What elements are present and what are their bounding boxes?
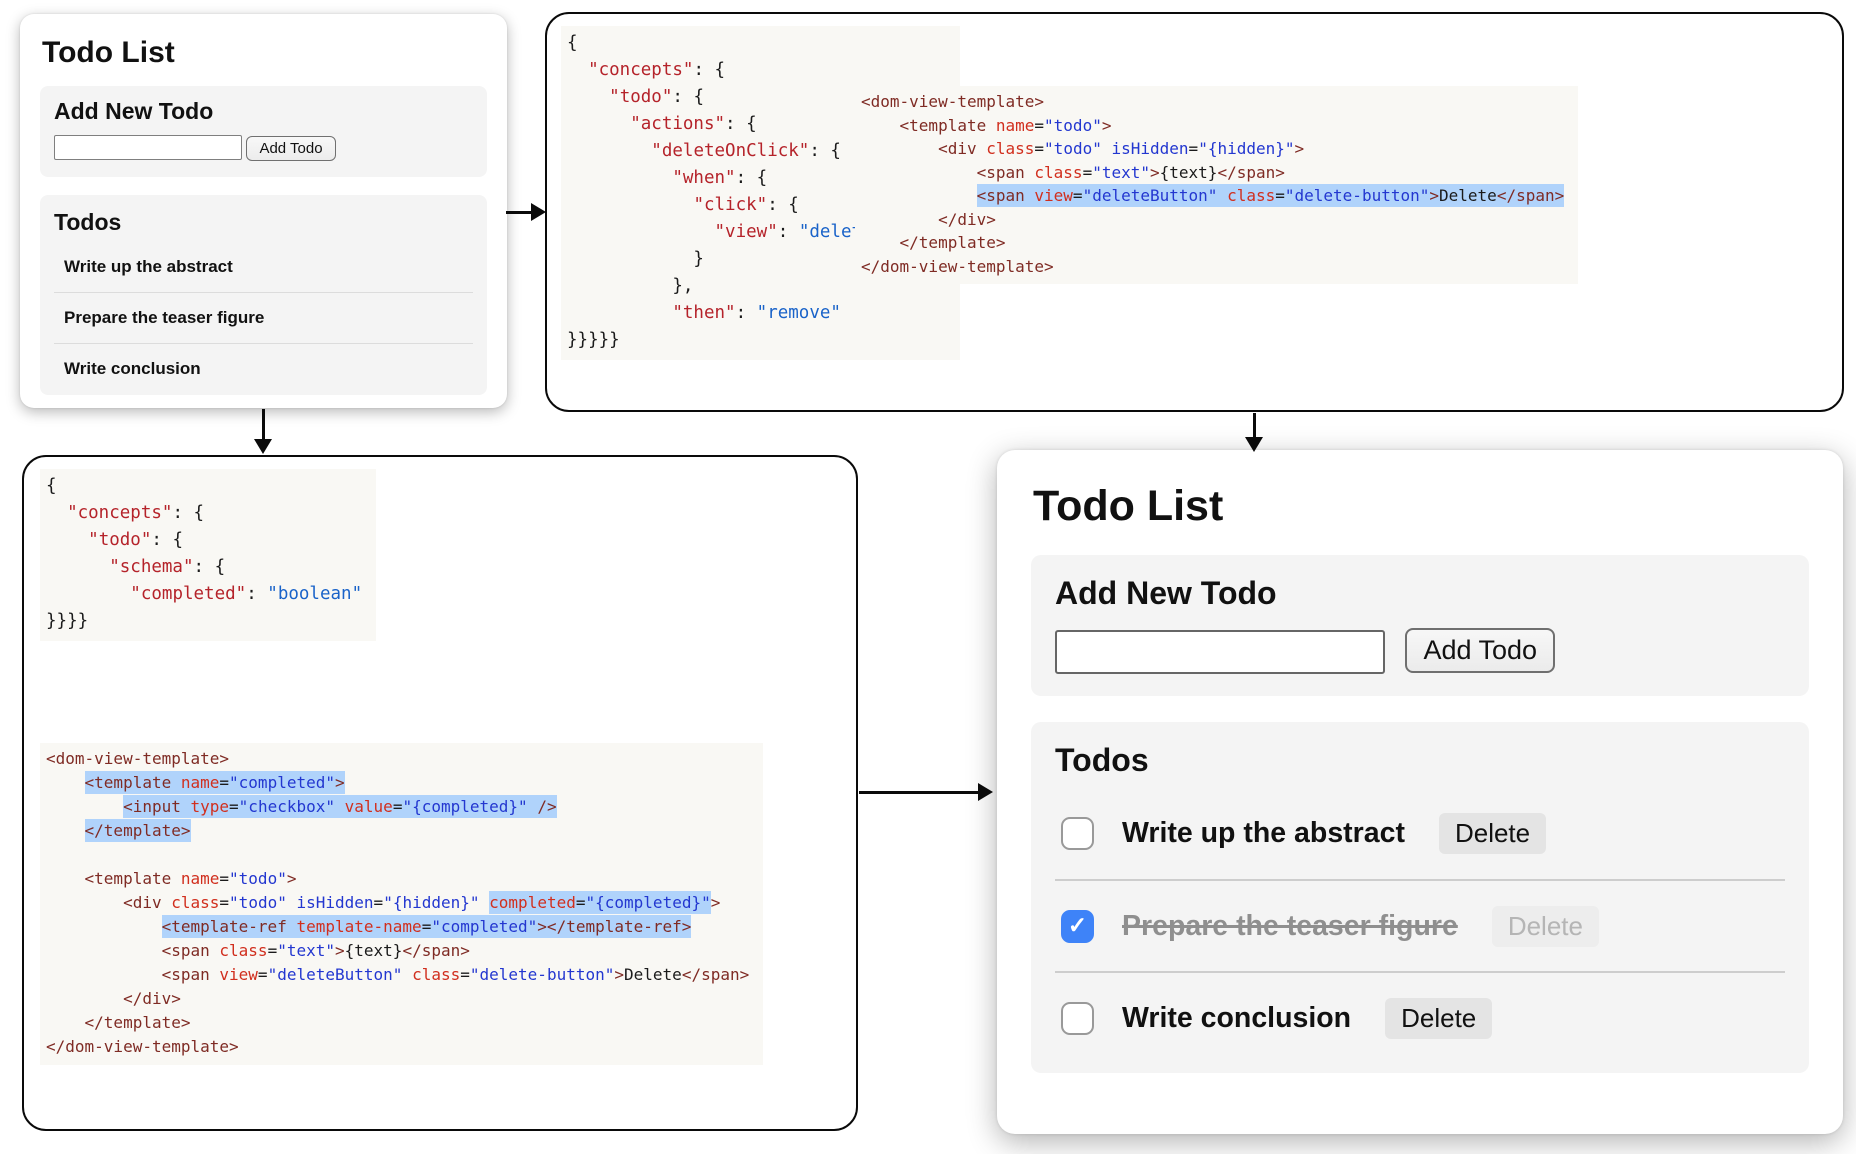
todo-checkbox[interactable]: ✓ <box>1061 816 1094 850</box>
todo-row: ✓ Write up the abstract Delete <box>1055 787 1785 879</box>
todo-item: Write conclusion <box>54 342 473 394</box>
todo-item: Prepare the teaser figure <box>54 291 473 343</box>
add-new-todo-section: Add New Todo Add Todo <box>40 86 487 177</box>
code-line: <div class="todo" isHidden="{hidden}"> <box>938 139 1305 158</box>
actions-template-code: <dom-view-template> <template name="todo… <box>855 86 1579 284</box>
schema-code-panel: { "concepts": { "todo": { "schema": { "c… <box>22 455 858 1131</box>
code-line: <dom-view-template> <box>861 92 1045 111</box>
add-new-todo-heading: Add New Todo <box>54 98 214 124</box>
code-line: <span class="text">{text}</span> <box>161 941 470 960</box>
page-title: Todo List <box>42 36 175 69</box>
delete-button[interactable]: Delete <box>1438 812 1547 854</box>
delete-button[interactable]: Delete <box>1385 997 1493 1039</box>
code-line: "todo": { <box>609 87 704 107</box>
code-line: "then": "remove" <box>672 303 841 323</box>
code-line: <span view="deleteButton" class="delete-… <box>161 965 750 984</box>
code-line <box>46 843 749 867</box>
new-todo-input[interactable] <box>54 135 242 160</box>
add-new-todo-section: Add New Todo Add Todo <box>1031 555 1809 696</box>
add-todo-button[interactable]: Add Todo <box>1405 628 1556 673</box>
todo-item: Write up the abstract <box>64 256 233 276</box>
code-line: "completed": "boolean" <box>130 584 363 604</box>
code-line: "concepts": { <box>588 60 726 80</box>
code-line: "schema": { <box>109 557 226 577</box>
todo-checkbox[interactable]: ✓ <box>1061 1001 1094 1035</box>
code-line: <template name="todo"> <box>84 869 297 888</box>
code-line: <dom-view-template> <box>46 749 230 768</box>
code-line: "click": { <box>693 195 799 215</box>
todo-label: Write conclusion <box>1122 1001 1352 1034</box>
delete-button[interactable]: Delete <box>1491 905 1599 947</box>
code-line: "todo": { <box>88 530 183 550</box>
code-line: </template> <box>84 821 191 840</box>
page-title: Todo List <box>1033 482 1224 530</box>
todo-checkbox[interactable]: ✓ <box>1061 909 1094 943</box>
code-line: <span class="text">{text}</span> <box>976 162 1285 182</box>
code-line: </dom-view-template> <box>861 256 1054 276</box>
code-line: <span view="deleteButton" class="delete-… <box>976 186 1565 205</box>
code-line: { <box>46 476 57 496</box>
todos-section: Todos ✓ Write up the abstract Delete ✓ P… <box>1031 722 1809 1073</box>
code-line: "deleteOnClick": { <box>651 141 841 161</box>
schema-template-code: <dom-view-template> <template name="comp… <box>40 743 764 1065</box>
code-line: </template> <box>899 233 1006 252</box>
todo-label: Prepare the teaser figure <box>1122 909 1458 942</box>
code-line: <input type="checkbox" value="{completed… <box>123 797 557 816</box>
todo-row: ✓ Prepare the teaser figure Delete <box>1055 879 1785 971</box>
code-line: "actions": { <box>630 114 757 134</box>
code-line: </dom-view-template> <box>46 1037 239 1056</box>
todos-heading: Todos <box>54 208 122 235</box>
todo-row: ✓ Write conclusion Delete <box>1055 971 1785 1063</box>
code-line: </div> <box>938 209 996 229</box>
code-line: <div class="todo" isHidden="{hidden}" co… <box>123 893 721 912</box>
new-todo-input[interactable] <box>1055 630 1385 674</box>
code-line: }, <box>567 276 694 296</box>
add-new-todo-heading: Add New Todo <box>1055 575 1277 611</box>
todos-section: Todos Write up the abstract Prepare the … <box>40 194 487 395</box>
code-line: } <box>567 249 704 269</box>
todo-label: Write up the abstract <box>1122 816 1405 849</box>
add-todo-button[interactable]: Add Todo <box>246 135 336 161</box>
code-line: "when": { <box>672 168 768 188</box>
todos-heading: Todos <box>1055 742 1149 778</box>
code-line: </template> <box>84 1013 191 1032</box>
code-line: <template name="todo"> <box>899 115 1112 135</box>
large-todo-card: Todo List Add New Todo Add Todo Todos ✓ … <box>997 450 1843 1134</box>
code-line: }}}}} <box>567 330 620 350</box>
code-line: <template name="completed"> <box>84 773 345 792</box>
small-todo-card: Todo List Add New Todo Add Todo Todos Wr… <box>20 14 507 408</box>
code-line: </div> <box>123 989 181 1008</box>
actions-code-panel: { "concepts": { "todo": { "actions": { "… <box>545 12 1844 412</box>
schema-json-code: { "concepts": { "todo": { "schema": { "c… <box>40 469 377 641</box>
code-line: }}}} <box>46 611 89 631</box>
code-line: <template-ref template-name="completed">… <box>161 917 692 936</box>
code-line: "concepts": { <box>67 503 205 523</box>
check-icon: ✓ <box>1067 911 1088 938</box>
code-line: { <box>567 33 578 53</box>
